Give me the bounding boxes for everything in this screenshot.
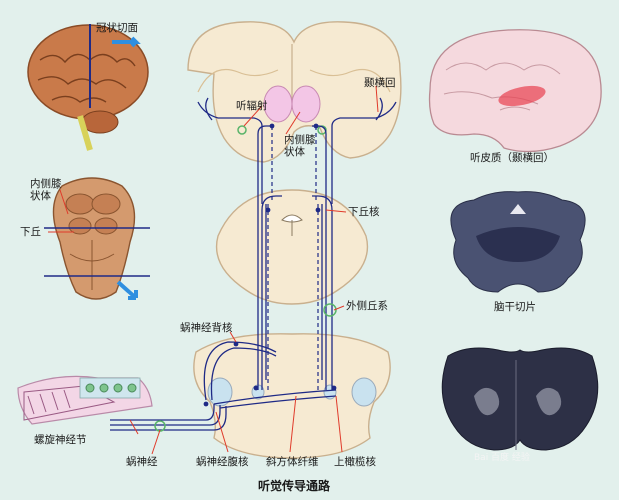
label-transverse-temporal-gyrus: 颞横回 [364, 77, 396, 89]
leader-lines [48, 85, 516, 455]
label-medial-geniculate-body: 内侧膝 状体 [284, 134, 316, 158]
pathway-dashed-fibers [267, 124, 319, 390]
label-brainstem-slice: 脑干切片 [494, 301, 536, 313]
cochlea-illustration [17, 375, 153, 425]
label-medial-geniculate-left: 内侧膝 状体 [30, 178, 62, 202]
label-inferior-colliculus: 下丘核 [348, 206, 380, 218]
label-auditory-radiation: 听辐射 [236, 100, 268, 112]
label-spiral-ganglion: 螺旋神经节 [34, 434, 87, 446]
label-superior-olivary-nucleus: 上橄榄核 [334, 456, 376, 468]
auditory-pathway-fibers [110, 97, 397, 431]
label-auditory-cortex: 听皮质（颞横回） [470, 152, 554, 164]
diagram-title: 听觉传导通路 [258, 479, 331, 493]
label-lateral-lemniscus: 外侧丘系 [346, 300, 388, 312]
brain-lateral-illustration [27, 24, 149, 151]
label-coronal-section: 冠状切面 [96, 22, 138, 34]
midbrain-section-illustration [215, 189, 369, 305]
label-trapezoid-body: 斜方体纤维 [266, 456, 319, 468]
cortex-lateral-illustration [428, 29, 602, 153]
brainstem-arrow-icon [116, 280, 138, 300]
medulla-slice-photo [441, 347, 599, 451]
label-dorsal-cochlear-nucleus: 蜗神经背核 [180, 322, 233, 334]
lateral-lemniscus-highlight [323, 303, 337, 317]
watermark: Bai 百度 经验 [474, 453, 530, 463]
label-cochlear-nerve: 蜗神经 [126, 456, 158, 468]
section-arrow-icon [112, 36, 141, 48]
nucleus-markers [203, 123, 337, 407]
label-ventral-cochlear-nucleus: 蜗神经腹核 [196, 456, 249, 468]
brainstem-dorsal-illustration [52, 177, 136, 300]
coronal-section-illustration [187, 21, 402, 163]
pons-section-illustration [193, 333, 391, 459]
brainstem-slice-photo [450, 191, 586, 293]
label-superior-colliculus: 下丘 [20, 226, 41, 238]
